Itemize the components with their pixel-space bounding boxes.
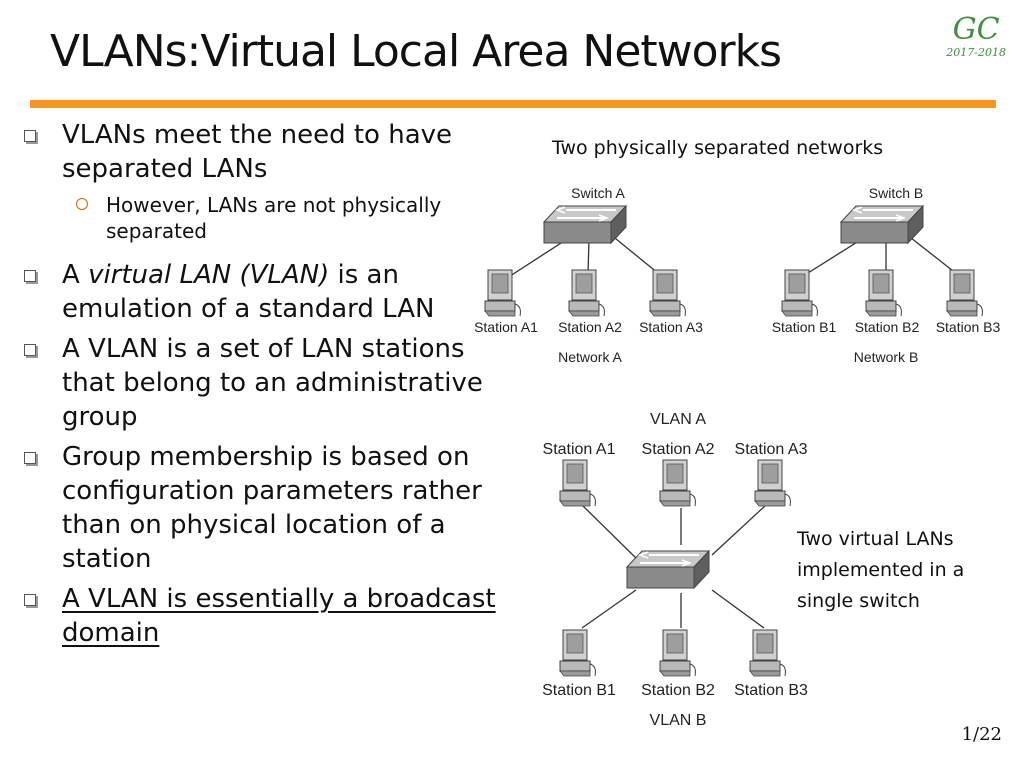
vlan-b-label: VLAN B xyxy=(650,712,707,729)
vlan-station-a3-icon xyxy=(754,459,791,507)
switch-b-label: Switch B xyxy=(869,185,923,201)
vlan-station-a2-icon xyxy=(659,459,696,507)
title-divider xyxy=(30,100,996,108)
station-a1-icon xyxy=(484,269,521,317)
page-number: 1/22 xyxy=(961,724,1002,745)
logo-mark: GC xyxy=(952,12,1000,47)
bullet-4: Group membership is based on configurati… xyxy=(20,440,500,576)
virtual-lans-caption: Two virtual LANs implemented in a single… xyxy=(797,528,965,612)
station-a3-label: Station A3 xyxy=(639,319,703,335)
vlan-station-b1-label: Station B1 xyxy=(542,682,616,699)
vlan-station-a1-icon xyxy=(559,459,596,507)
square-bullet-icon xyxy=(24,270,36,282)
vlan-switch-icon xyxy=(626,550,710,589)
slide-title: VLANs:Virtual Local Area Networks xyxy=(50,26,782,77)
square-bullet-icon xyxy=(24,452,36,464)
vlan-links xyxy=(581,504,767,629)
station-b2-icon xyxy=(865,269,902,317)
sub-bullet-1-text: However, LANs are not physically separat… xyxy=(106,193,442,243)
station-b1-label: Station B1 xyxy=(772,319,837,335)
square-bullet-icon xyxy=(24,344,36,356)
gc-logo: GC 2017-2018 xyxy=(946,12,1006,60)
station-a1-label: Station A1 xyxy=(474,319,538,335)
vlan-station-a2-label: Station A2 xyxy=(642,441,715,458)
vlan-station-b2-icon xyxy=(659,629,696,677)
circle-bullet-icon xyxy=(76,198,88,210)
vlan-station-b2-label: Station B2 xyxy=(641,682,715,699)
square-bullet-icon xyxy=(24,130,36,142)
station-a2-icon xyxy=(568,269,605,317)
sub-bullet-1: However, LANs are not physically separat… xyxy=(20,192,500,244)
bullet-1: VLANs meet the need to have separated LA… xyxy=(20,118,500,186)
vlan-station-b3-icon xyxy=(749,629,786,677)
vlan-a-label: VLAN A xyxy=(650,411,706,428)
switch-a-label: Switch A xyxy=(571,185,625,201)
bullet-3-text: A VLAN is a set of LAN stations that bel… xyxy=(62,334,483,432)
vlan-station-a3-label: Station A3 xyxy=(735,441,808,458)
station-b3-label: Station B3 xyxy=(936,319,1001,335)
bullet-4-text: Group membership is based on configurati… xyxy=(62,442,482,574)
bullet-1-text: VLANs meet the need to have separated LA… xyxy=(62,120,453,184)
square-bullet-icon xyxy=(24,594,36,606)
bullet-2-post: is an emulation of a standard LAN xyxy=(62,260,435,324)
vlan-station-b1-icon xyxy=(559,629,596,677)
switch-a-icon xyxy=(543,205,627,244)
station-b1-icon xyxy=(781,269,818,317)
station-b2-label: Station B2 xyxy=(855,319,920,335)
station-a2-label: Station A2 xyxy=(558,319,622,335)
network-b-label: Network B xyxy=(854,349,919,365)
vlan-station-b3-label: Station B3 xyxy=(734,682,808,699)
physical-networks-caption: Two physically separated networks xyxy=(552,137,884,159)
vlan-station-a1-label: Station A1 xyxy=(543,441,616,458)
station-b3-icon xyxy=(946,269,983,317)
switch-b-icon xyxy=(840,205,924,244)
bullet-3: A VLAN is a set of LAN stations that bel… xyxy=(20,332,500,434)
bullet-list: VLANs meet the need to have separated LA… xyxy=(20,118,500,656)
bullet-2-pre: A xyxy=(62,260,89,290)
bullet-5: A VLAN is essentially a broadcast domain xyxy=(20,582,500,650)
bullet-2-emphasis: virtual LAN (VLAN) xyxy=(88,260,330,290)
network-a-label: Network A xyxy=(558,349,622,365)
station-a3-icon xyxy=(649,269,686,317)
logo-years: 2017-2018 xyxy=(946,46,1006,59)
bullet-2: A virtual LAN (VLAN) is an emulation of … xyxy=(20,258,500,326)
bullet-5-text: A VLAN is essentially a broadcast domain xyxy=(62,584,496,648)
